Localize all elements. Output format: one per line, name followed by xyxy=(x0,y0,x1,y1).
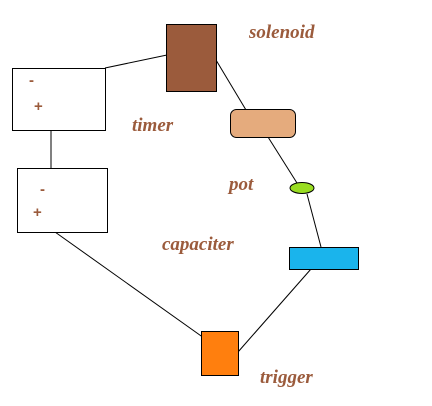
wire-battery-top-to-solenoid xyxy=(104,54,168,69)
wire-battery-bottom-to-trigger xyxy=(54,231,205,339)
wire-capaciter-to-trigger xyxy=(237,268,312,353)
solenoid-label: solenoid xyxy=(249,22,315,43)
battery-bottom-plus: + xyxy=(33,204,42,221)
wire-timer-to-pot xyxy=(267,136,298,184)
battery-top-plus: + xyxy=(34,98,43,115)
timer-label: timer xyxy=(132,115,174,136)
battery-bottom xyxy=(17,168,108,233)
trigger-label: trigger xyxy=(260,367,313,388)
timer-component xyxy=(230,109,296,138)
capaciter-component xyxy=(289,247,359,270)
battery-top-minus: - xyxy=(29,72,34,89)
pot-component xyxy=(289,182,315,194)
battery-top xyxy=(12,68,106,131)
solenoid-component xyxy=(166,24,217,92)
pot-label: pot xyxy=(229,174,254,195)
wire-solenoid-to-timer xyxy=(215,59,247,111)
wire-pot-to-capaciter xyxy=(306,193,322,248)
capaciter-label: capaciter xyxy=(162,234,234,255)
trigger-component xyxy=(201,331,239,376)
battery-bottom-minus: - xyxy=(40,181,45,198)
